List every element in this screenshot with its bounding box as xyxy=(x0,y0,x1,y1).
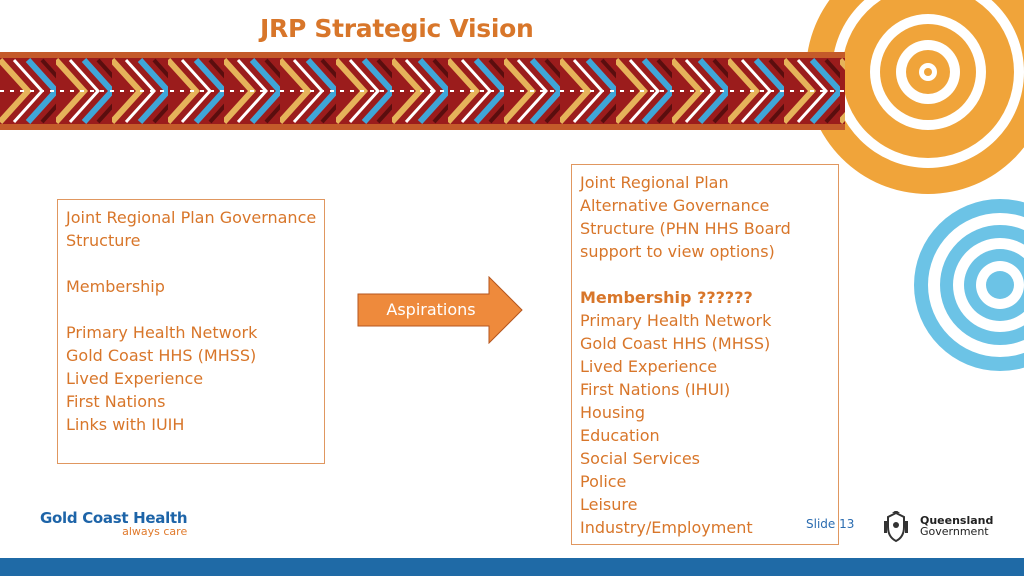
text-line: Alternative Governance xyxy=(580,196,770,215)
aspirations-label: Aspirations xyxy=(386,300,476,319)
text-line: support to view options) xyxy=(580,242,775,261)
member-item: Industry/Employment xyxy=(580,518,753,537)
member-item: Primary Health Network xyxy=(580,311,772,330)
membership-heading: Membership ?????? xyxy=(580,288,753,307)
patterned-banner xyxy=(0,52,845,130)
member-item: Lived Experience xyxy=(580,357,718,376)
text-line: Structure (PHN HHS Board xyxy=(580,219,791,238)
queensland-government-logo: Queensland Government xyxy=(920,515,993,537)
aspirations-arrow-icon xyxy=(357,276,523,344)
spacer xyxy=(66,252,316,275)
member-item: First Nations xyxy=(66,392,166,411)
member-item: Gold Coast HHS (MHSS) xyxy=(66,346,257,365)
member-item: Housing xyxy=(580,403,646,422)
logo-tagline: always care xyxy=(122,525,188,538)
gold-coast-health-logo: Gold Coast Health always care xyxy=(40,509,188,538)
member-item: Social Services xyxy=(580,449,700,468)
spacer xyxy=(580,263,830,286)
text-line: Joint Regional Plan Governance xyxy=(66,208,317,227)
member-item: Education xyxy=(580,426,660,445)
slide-number: Slide 13 xyxy=(806,517,855,531)
membership-heading: Membership xyxy=(66,277,165,296)
member-item: Primary Health Network xyxy=(66,323,258,342)
current-governance-box: Joint Regional Plan Governance Structure… xyxy=(57,199,325,464)
member-item: First Nations (IHUI) xyxy=(580,380,731,399)
logo-line: Queensland xyxy=(920,514,994,527)
spacer xyxy=(66,298,316,321)
member-item: Leisure xyxy=(580,495,638,514)
text-line: Joint Regional Plan xyxy=(580,173,729,192)
member-item: Gold Coast HHS (MHSS) xyxy=(580,334,771,353)
logo-name: Gold Coast Health xyxy=(40,509,188,527)
queensland-crest-icon xyxy=(884,511,908,543)
text-line: Structure xyxy=(66,231,141,250)
slide-title: JRP Strategic Vision xyxy=(260,14,534,43)
member-item: Lived Experience xyxy=(66,369,204,388)
blue-concentric-circle-art xyxy=(914,199,1024,371)
member-item: Links with IUIH xyxy=(66,415,185,434)
footer-bar xyxy=(0,558,1024,576)
member-item: Police xyxy=(580,472,627,491)
aspirational-governance-box: Joint Regional Plan Alternative Governan… xyxy=(571,164,839,545)
logo-line: Government xyxy=(920,525,989,538)
orange-dot-circle-art xyxy=(806,0,1024,194)
